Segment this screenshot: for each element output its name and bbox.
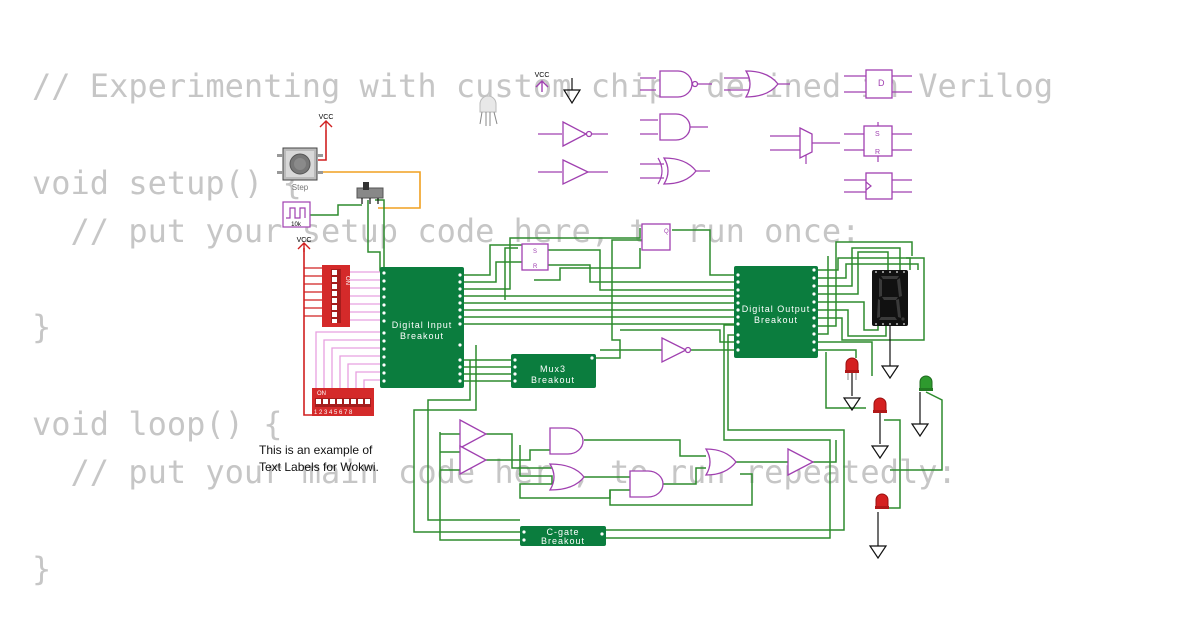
breakout-subtitle: Breakout	[754, 315, 798, 325]
dip-number-labels: 1 2 3 4 5 6 7 8	[314, 410, 353, 416]
ground-symbol	[870, 445, 890, 460]
not-gate[interactable]	[661, 336, 692, 364]
breakout-pins	[382, 271, 462, 383]
breakout-pins	[522, 530, 604, 542]
ground-symbol	[868, 545, 888, 560]
pin-label: D	[878, 78, 885, 88]
dip-on-label: ON	[317, 391, 326, 397]
circuit-flipflop[interactable]: S R	[521, 243, 549, 271]
breakout-subtitle: Breakout	[541, 536, 585, 546]
buffer-gate[interactable]	[459, 418, 488, 450]
ground-symbol	[842, 397, 862, 412]
breakout-title: Digital Output	[742, 304, 811, 314]
text-label-line: Text Labels for Wokwi.	[259, 460, 379, 474]
slide-switch[interactable]	[356, 182, 384, 204]
red-led[interactable]	[875, 493, 889, 509]
breakout-subtitle: Breakout	[531, 375, 575, 385]
breakout-pins	[513, 356, 594, 383]
seven-segment-display[interactable]	[872, 270, 908, 326]
not-gate[interactable]	[538, 120, 608, 148]
text-label-line: This is an example of	[259, 443, 373, 457]
clock-label: 10k	[291, 222, 302, 228]
breakout-title: C-gate	[546, 527, 579, 537]
vcc-symbol: VCC	[319, 114, 334, 130]
nand-gate[interactable]	[640, 70, 712, 98]
mux3-breakout[interactable]: Mux3 Breakout	[511, 354, 596, 388]
vcc-label: VCC	[535, 72, 550, 79]
ground-symbol[interactable]	[562, 78, 582, 105]
d-flipflop[interactable]: D	[844, 69, 912, 99]
digital-output-breakout[interactable]: Digital Output Breakout	[734, 266, 818, 358]
and-gate[interactable]	[640, 113, 708, 141]
xor-gate[interactable]	[640, 157, 710, 185]
red-led[interactable]	[845, 357, 859, 380]
breakout-title: Digital Input	[392, 320, 453, 330]
green-led[interactable]	[919, 375, 933, 391]
code-line: }	[32, 549, 52, 588]
step-label: Step	[292, 183, 309, 192]
breakout-subtitle: Breakout	[400, 331, 444, 341]
t-flipflop[interactable]	[844, 172, 912, 200]
code-line: // put your main code here, to run repea…	[32, 453, 957, 492]
red-led[interactable]	[873, 397, 887, 413]
dip-switch-horizontal[interactable]: ON 1 2 3 4 5 6 7 8	[312, 388, 374, 416]
or-gate[interactable]	[704, 448, 737, 476]
and-gate[interactable]	[629, 470, 664, 498]
sr-flipflop[interactable]: S R	[844, 122, 912, 162]
vcc-label: VCC	[297, 237, 312, 244]
or-gate[interactable]	[548, 463, 585, 491]
pushbutton[interactable]: Step	[277, 147, 323, 192]
or-gate[interactable]	[724, 70, 790, 98]
vcc-symbol[interactable]: VCC	[535, 72, 550, 92]
buffer-gate[interactable]	[459, 444, 488, 476]
vcc-symbol: VCC	[297, 237, 312, 252]
and-gate[interactable]	[549, 427, 584, 455]
pin-label: Q	[664, 229, 669, 235]
ground-symbol	[880, 365, 900, 380]
dip-on-label: ON	[344, 276, 350, 285]
mux-component[interactable]	[770, 126, 840, 164]
code-editor[interactable]: // Experimenting with custom chips defin…	[32, 62, 1053, 593]
code-line: }	[32, 308, 52, 347]
buffer-gate[interactable]	[538, 158, 608, 186]
pin-label: R	[533, 264, 538, 270]
cgate-breakout[interactable]: C-gate Breakout	[520, 526, 606, 546]
ground-symbol	[910, 423, 930, 438]
circuit-flipflop[interactable]: Q	[641, 223, 671, 251]
rgb-led[interactable]	[479, 95, 498, 126]
pin-label: R	[875, 149, 880, 156]
digital-input-breakout[interactable]: Digital Input Breakout	[380, 267, 464, 388]
text-label[interactable]: This is an example of Text Labels for Wo…	[259, 442, 379, 476]
breakout-pins	[736, 268, 816, 352]
code-line: // Experimenting with custom chips defin…	[32, 67, 1054, 105]
clock-generator[interactable]: 10k	[282, 201, 311, 228]
buffer-gate[interactable]	[787, 447, 815, 477]
dip-switch-vertical[interactable]: ON	[322, 265, 350, 327]
pin-label: S	[533, 249, 537, 255]
pin-label: S	[875, 131, 880, 138]
vcc-label: VCC	[319, 114, 334, 121]
code-line: // put your setup code here, to run once…	[32, 211, 861, 250]
breakout-title: Mux3	[540, 364, 566, 374]
code-line: void loop() {	[32, 405, 283, 444]
